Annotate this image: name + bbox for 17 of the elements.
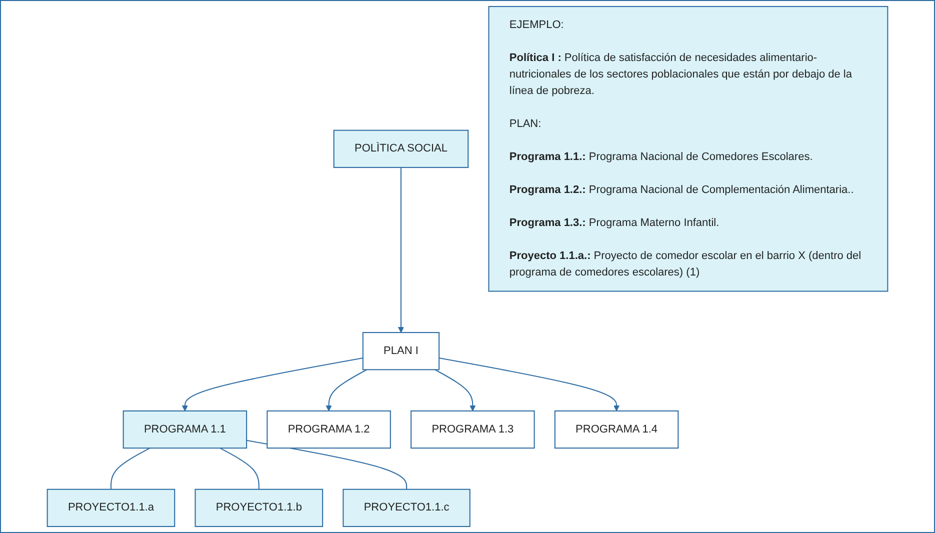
node-box: PROGRAMA 1.2 (266, 410, 391, 449)
node-box: PROYECTO1.1.c (342, 488, 470, 527)
arrow (438, 358, 620, 412)
node-box: POLÌTICA SOCIAL (333, 130, 469, 168)
node-box: PROGRAMA 1.4 (554, 410, 679, 449)
node-box: PROYECTO1.1.a (46, 488, 176, 527)
connector (220, 448, 260, 490)
arrow (182, 358, 364, 412)
connector (110, 448, 150, 490)
arrow (398, 167, 404, 333)
arrow (434, 369, 476, 412)
node-box: PROGRAMA 1.3 (410, 410, 535, 449)
node-box: PROGRAMA 1.1 (122, 410, 248, 449)
arrow (326, 369, 368, 412)
node-box: PROYECTO1.1.b (194, 488, 324, 527)
node-box: PLAN I (362, 332, 440, 370)
node-box: EJEMPLO: Política I : Política de satisfacción de necesidades alimentario-nutricionales de los sectores poblacionales que están por debajo de la línea de pobreza. PLAN: Programa 1.1.: Programa Nacional de Comedores Escolares. Programa 1.2.: Programa Nacional de Complementación Alimentaria.. Programa 1.3.: Programa Materno Infantil. Proyecto 1.1.a.: Proyecto de comedor escolar en el barrio X (dentro del programa de comedores escolares) (1) (488, 6, 888, 292)
